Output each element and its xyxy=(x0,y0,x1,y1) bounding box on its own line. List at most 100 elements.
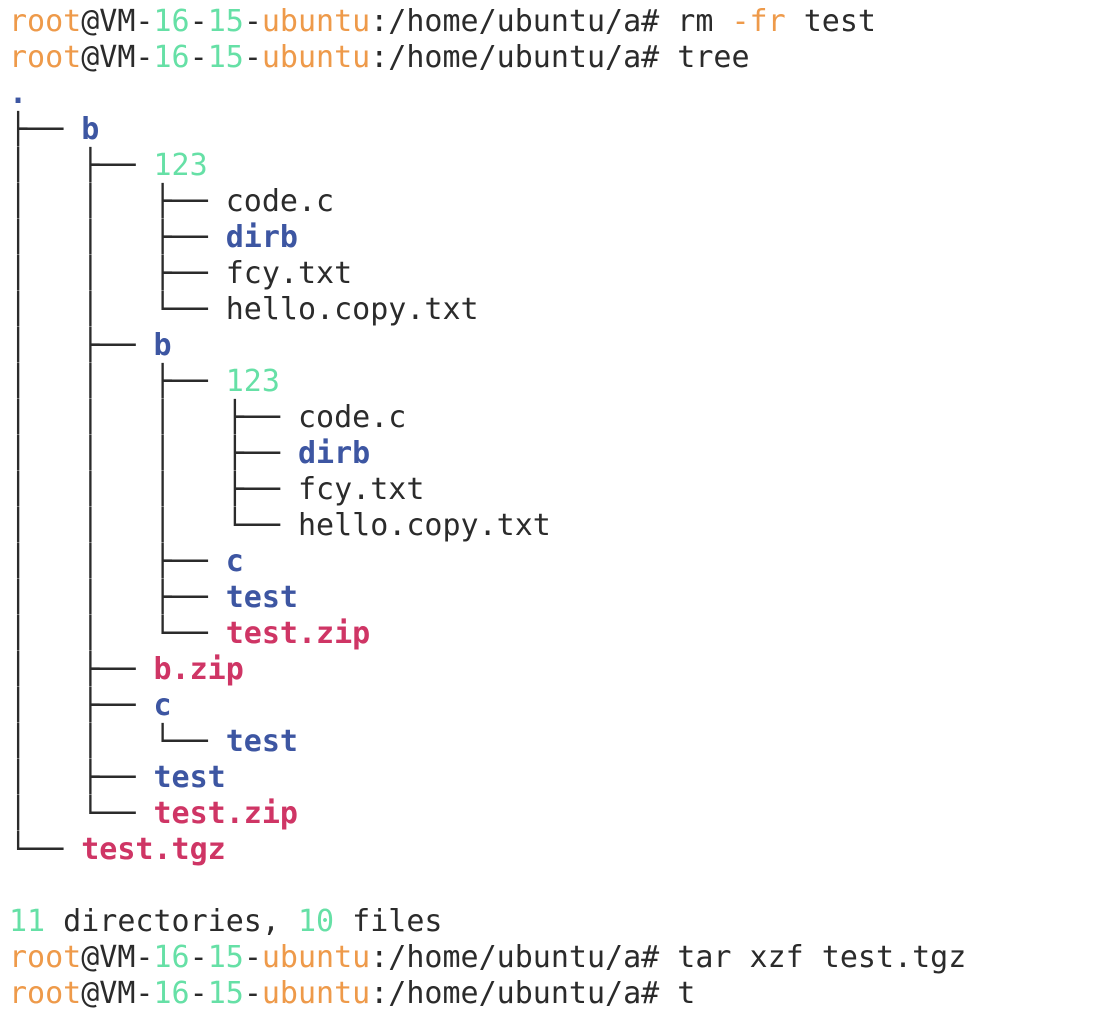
tree-connector: │ └── xyxy=(9,796,154,831)
terminal-text: root xyxy=(9,940,82,975)
tree-connector: │ ├── xyxy=(9,760,154,795)
terminal-text: fcy.txt xyxy=(297,472,425,507)
terminal-line: │ ├── b.zip xyxy=(9,652,1100,688)
terminal-text: ubuntu xyxy=(261,940,371,975)
terminal-text: - xyxy=(189,976,208,1011)
terminal-text: 15 xyxy=(207,4,244,39)
terminal-text: ubuntu xyxy=(261,40,371,75)
terminal-text: 11 xyxy=(9,904,46,939)
tree-connector: │ │ └── xyxy=(9,724,226,759)
tree-connector: ├── xyxy=(9,112,82,147)
terminal-line: │ │ └── test xyxy=(9,724,1100,760)
terminal-text: dirb xyxy=(225,220,298,255)
terminal-line: │ │ │ ├── fcy.txt xyxy=(9,472,1100,508)
terminal-text: 15 xyxy=(207,40,244,75)
terminal-line: root@VM-16-15-ubuntu:/home/ubuntu/a# t xyxy=(9,976,1100,1012)
terminal-line: root@VM-16-15-ubuntu:/home/ubuntu/a# rm … xyxy=(9,4,1100,40)
tree-connector: └── xyxy=(9,832,82,867)
terminal-line xyxy=(9,868,1100,904)
tree-connector: │ ├── xyxy=(9,688,154,723)
terminal-line: │ │ ├── code.c xyxy=(9,184,1100,220)
terminal-text: test xyxy=(785,4,876,39)
terminal-line: │ │ ├── test xyxy=(9,580,1100,616)
terminal-line: . xyxy=(9,76,1100,112)
tree-connector: │ │ ├── xyxy=(9,220,226,255)
terminal-text: test xyxy=(225,724,298,759)
tree-connector: │ │ └── xyxy=(9,616,226,651)
terminal-text: 123 xyxy=(153,148,208,183)
terminal-text: c xyxy=(225,544,244,579)
terminal-text: :/home/ubuntu/a# tar xzf test.tgz xyxy=(370,940,967,975)
terminal-line: root@VM-16-15-ubuntu:/home/ubuntu/a# tar… xyxy=(9,940,1100,976)
terminal-text: - xyxy=(189,40,208,75)
tree-connector: │ ├── xyxy=(9,148,154,183)
terminal-line: │ │ ├── fcy.txt xyxy=(9,256,1100,292)
terminal-text: @VM- xyxy=(81,40,154,75)
terminal-text: 15 xyxy=(207,976,244,1011)
tree-connector: │ │ │ ├── xyxy=(9,436,298,471)
terminal-text: ubuntu xyxy=(261,4,371,39)
terminal-line: │ ├── 123 xyxy=(9,148,1100,184)
terminal-text: root xyxy=(9,40,82,75)
terminal-text: test xyxy=(153,760,226,795)
terminal-text: fcy.txt xyxy=(225,256,353,291)
terminal-text: @VM- xyxy=(81,4,154,39)
terminal-line: │ │ ├── 123 xyxy=(9,364,1100,400)
tree-connector: │ │ │ ├── xyxy=(9,472,298,507)
tree-connector: │ │ │ └── xyxy=(9,508,298,543)
terminal-text: :/home/ubuntu/a# rm xyxy=(370,4,732,39)
tree-connector: │ │ │ ├── xyxy=(9,400,298,435)
terminal-text: -fr xyxy=(731,4,786,39)
terminal-text: hello.copy.txt xyxy=(297,508,551,543)
terminal-text: 16 xyxy=(153,4,190,39)
terminal-line: │ │ └── hello.copy.txt xyxy=(9,292,1100,328)
terminal-text: hello.copy.txt xyxy=(225,292,479,327)
terminal-text: test xyxy=(225,580,298,615)
terminal-line: 11 directories, 10 files xyxy=(9,904,1100,940)
tree-connector: │ │ ├── xyxy=(9,580,226,615)
terminal-line: │ │ │ ├── dirb xyxy=(9,436,1100,472)
terminal-text: - xyxy=(243,4,262,39)
terminal-text: @VM- xyxy=(81,976,154,1011)
tree-connector: │ ├── xyxy=(9,328,154,363)
terminal-text: b.zip xyxy=(153,652,244,687)
terminal-text: ubuntu xyxy=(261,976,371,1011)
terminal-text: test.zip xyxy=(153,796,299,831)
terminal-line: │ │ │ ├── code.c xyxy=(9,400,1100,436)
terminal-line: ├── b xyxy=(9,112,1100,148)
tree-connector: │ ├── xyxy=(9,652,154,687)
terminal-text: - xyxy=(243,40,262,75)
terminal-line: │ │ ├── c xyxy=(9,544,1100,580)
terminal-line: │ └── test.zip xyxy=(9,796,1100,832)
terminal-text: :/home/ubuntu/a# t xyxy=(370,976,696,1011)
terminal-text: c xyxy=(153,688,172,723)
tree-connector: │ │ ├── xyxy=(9,364,226,399)
terminal-text: code.c xyxy=(225,184,335,219)
terminal-line: │ ├── c xyxy=(9,688,1100,724)
terminal-text: - xyxy=(243,940,262,975)
terminal-text: directories, xyxy=(45,904,298,939)
tree-connector: │ │ └── xyxy=(9,292,226,327)
terminal-text: @VM- xyxy=(81,940,154,975)
terminal-text: 16 xyxy=(153,940,190,975)
terminal-line: │ │ │ └── hello.copy.txt xyxy=(9,508,1100,544)
terminal-text: b xyxy=(81,112,100,147)
terminal-text: code.c xyxy=(297,400,407,435)
terminal-line: │ │ ├── dirb xyxy=(9,220,1100,256)
terminal-line: root@VM-16-15-ubuntu:/home/ubuntu/a# tre… xyxy=(9,40,1100,76)
terminal-text: dirb xyxy=(297,436,371,471)
terminal-text: - xyxy=(189,4,208,39)
terminal-text: root xyxy=(9,976,82,1011)
terminal-text: - xyxy=(189,940,208,975)
terminal-text: test.zip xyxy=(225,616,371,651)
terminal-text: - xyxy=(243,976,262,1011)
tree-connector: │ │ ├── xyxy=(9,544,226,579)
terminal-line: │ │ └── test.zip xyxy=(9,616,1100,652)
tree-connector: │ │ ├── xyxy=(9,184,226,219)
terminal-line: │ ├── b xyxy=(9,328,1100,364)
terminal-text: . xyxy=(9,76,28,111)
terminal-text: test.tgz xyxy=(81,832,226,867)
terminal-text: b xyxy=(153,328,172,363)
terminal-line: │ ├── test xyxy=(9,760,1100,796)
